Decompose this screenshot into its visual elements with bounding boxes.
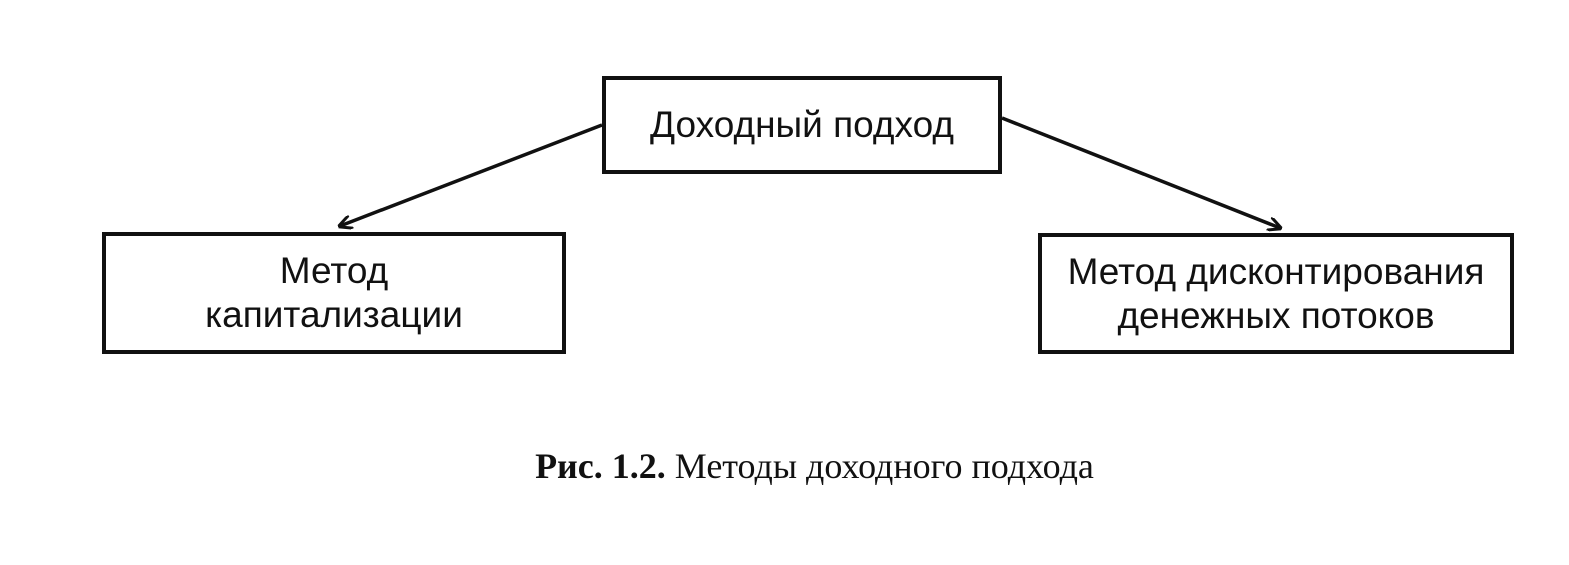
node-income-approach-label: Доходный подход [650, 104, 954, 145]
node-dcf-method: Метод дисконтирования денежных потоков [1038, 233, 1514, 354]
node-dcf-method-text: Метод дисконтирования денежных потоков [1068, 250, 1485, 338]
arrow-root-to-left [340, 123, 603, 226]
node-capitalization-method: Метод капитализации [102, 232, 566, 354]
node-dcf-method-line-2: денежных потоков [1117, 294, 1435, 336]
node-income-approach: Доходный подход [602, 76, 1002, 174]
node-capitalization-method-line-1: Метод [279, 250, 389, 291]
node-dcf-method-line-1: Метод дисконтирования [1067, 250, 1485, 292]
node-capitalization-method-text: Метод капитализации [205, 249, 463, 337]
figure-caption-number: Рис. 1.2. [535, 446, 666, 486]
figure-caption-text: Методы доходного подхода [674, 446, 1094, 486]
arrow-root-to-right [1001, 116, 1280, 228]
figure-caption: Рис. 1.2. Методы доходного подхода [0, 443, 1569, 489]
node-capitalization-method-line-2: капитализации [205, 294, 463, 335]
